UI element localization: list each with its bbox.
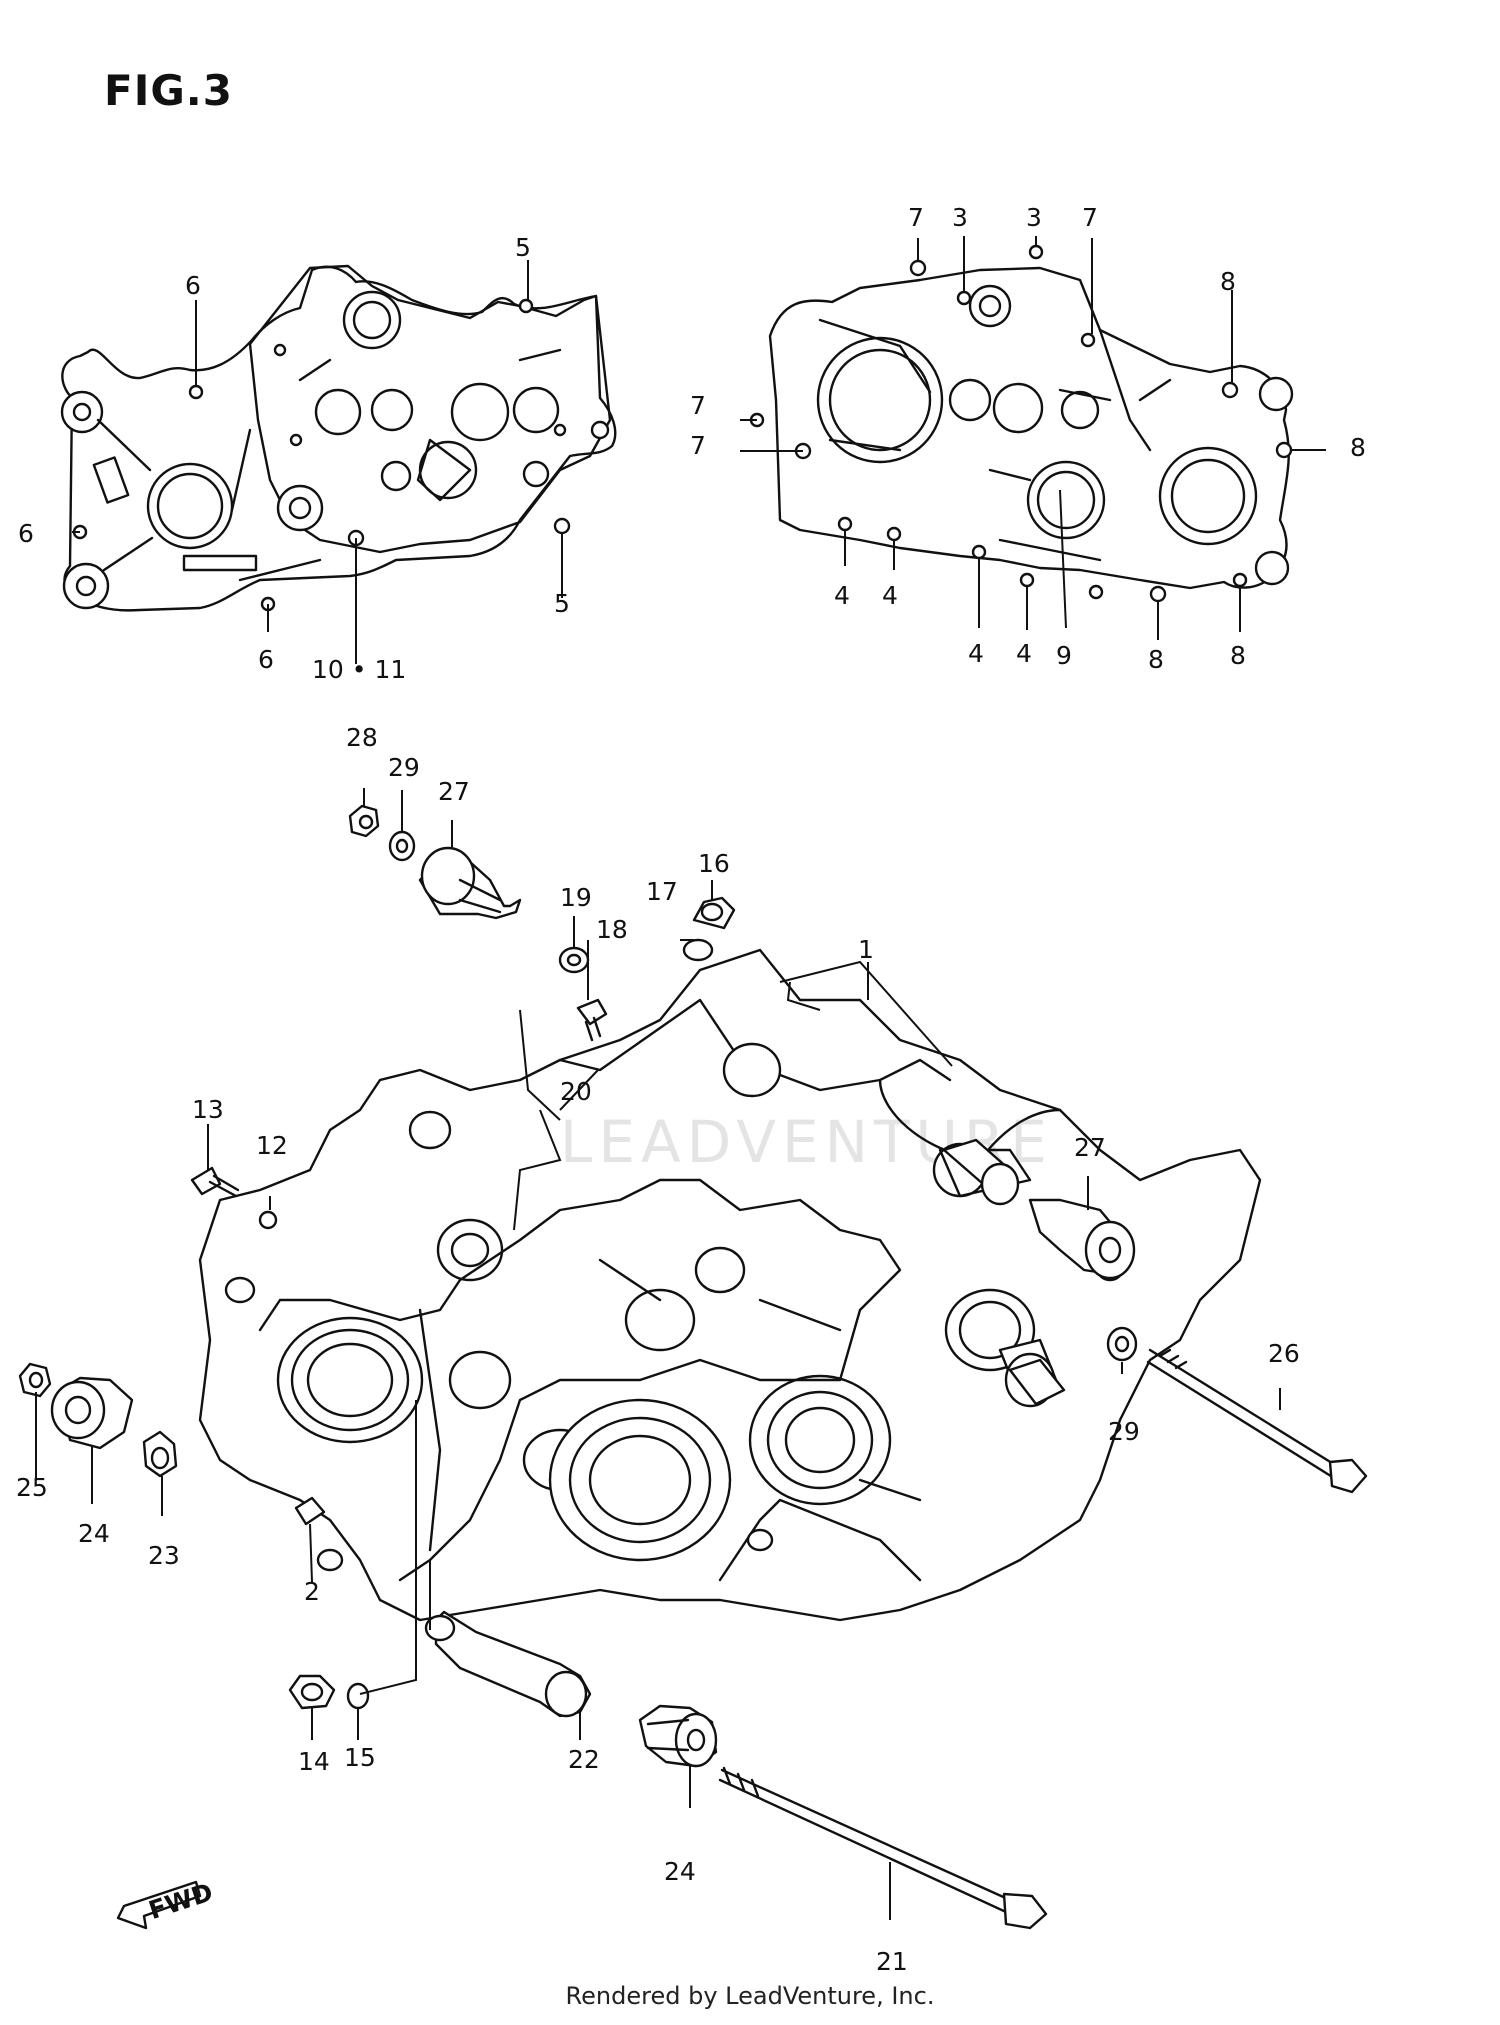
fwd-arrow-icon bbox=[116, 1880, 202, 1930]
callout-label: 20 bbox=[560, 1077, 592, 1106]
callout-label: 1 bbox=[858, 935, 874, 964]
callout-label: 13 bbox=[192, 1095, 224, 1124]
callout-label: 8 bbox=[1148, 645, 1164, 674]
callout-label: 29 bbox=[388, 753, 420, 782]
callout-label: 18 bbox=[596, 915, 628, 944]
callout-label: 14 bbox=[298, 1747, 330, 1776]
footer-credit: Rendered by LeadVenture, Inc. bbox=[565, 1982, 935, 2010]
callout-label: 8 bbox=[1220, 267, 1236, 296]
small-parts: FWD bbox=[18, 804, 1368, 1930]
callout-label: 2 bbox=[304, 1577, 320, 1606]
callout-label: 17 bbox=[646, 877, 678, 906]
callout-label: 26 bbox=[1268, 1339, 1300, 1368]
callout-label: 7 bbox=[690, 391, 706, 420]
callout-label: 5 bbox=[554, 589, 570, 618]
callout-label: 7 bbox=[1082, 203, 1098, 232]
callout-label: 4 bbox=[882, 581, 898, 610]
callout-label: 4 bbox=[834, 581, 850, 610]
callout-label: 24 bbox=[664, 1857, 696, 1886]
callout-label: 10 • 11 bbox=[312, 655, 406, 684]
callout-label: 6 bbox=[258, 645, 274, 674]
callout-label: 25 bbox=[16, 1473, 48, 1502]
callout-label: 22 bbox=[568, 1745, 600, 1774]
callout-label: 28 bbox=[346, 723, 378, 752]
callout-label: 4 bbox=[968, 639, 984, 668]
callout-label: 19 bbox=[560, 883, 592, 912]
callout-label: 7 bbox=[908, 203, 924, 232]
callout-label: 15 bbox=[344, 1743, 376, 1772]
callout-label: 21 bbox=[876, 1947, 908, 1976]
right-crankcase-half bbox=[749, 244, 1294, 603]
callout-label: 6 bbox=[18, 519, 34, 548]
fwd-label: FWD bbox=[145, 1877, 216, 1925]
callout-label: 29 bbox=[1108, 1417, 1140, 1446]
figure-title: FIG.3 bbox=[104, 66, 233, 115]
callout-label: 27 bbox=[438, 777, 470, 806]
callout-label: 8 bbox=[1230, 641, 1246, 670]
crankcase-assembly bbox=[198, 948, 1262, 1622]
left-crankcase-half bbox=[60, 264, 617, 612]
callout-label: 16 bbox=[698, 849, 730, 878]
callout-label: 23 bbox=[148, 1541, 180, 1570]
callout-label: 5 bbox=[515, 233, 531, 262]
callout-label: 9 bbox=[1056, 641, 1072, 670]
callout-label: 6 bbox=[185, 271, 201, 300]
callout-label: 7 bbox=[690, 431, 706, 460]
callout-label: 3 bbox=[952, 203, 968, 232]
callout-label: 24 bbox=[78, 1519, 110, 1548]
callout-label: 4 bbox=[1016, 639, 1032, 668]
callout-label: 8 bbox=[1350, 433, 1366, 462]
callout-label: 12 bbox=[256, 1131, 288, 1160]
callout-label: 27 bbox=[1074, 1133, 1106, 1162]
leader-lines bbox=[35, 236, 1326, 1920]
callout-label: 3 bbox=[1026, 203, 1042, 232]
callout-labels: 6 5 6 6 10 • 11 5 7 3 3 7 8 7 7 8 4 4 4 … bbox=[16, 203, 1366, 1976]
